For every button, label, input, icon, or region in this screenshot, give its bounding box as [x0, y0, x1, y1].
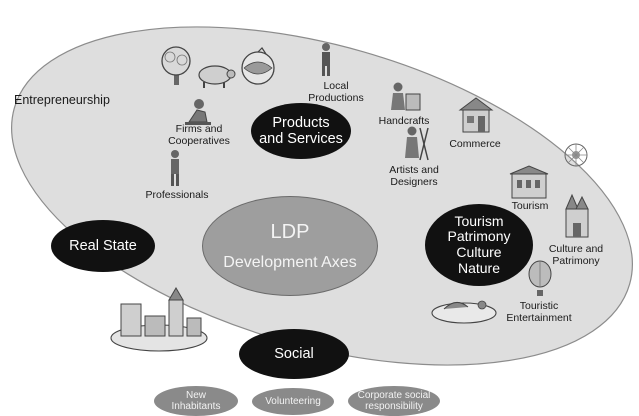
csr-line1: Corporate social — [357, 390, 431, 401]
products-services-oval: Products and Services — [251, 103, 351, 159]
pig-icon — [198, 65, 236, 88]
entrepreneurship-label: Entrepreneurship — [14, 93, 110, 107]
products-line2: and Services — [259, 131, 343, 147]
volunteering-pill: Volunteering — [252, 388, 334, 415]
globe-icon — [241, 47, 275, 85]
church-icon — [565, 193, 589, 238]
artists-line2: Designers — [390, 176, 438, 189]
person-icon — [171, 150, 179, 186]
social-oval: Social — [239, 329, 349, 379]
volunteering-label: Volunteering — [265, 396, 321, 407]
balloon-icon — [528, 260, 552, 296]
csr-pill: Corporate social responsibility — [348, 386, 440, 416]
building-icon — [509, 165, 549, 199]
artists-line1: Artists and — [389, 164, 439, 176]
local-productions-line1: Local — [323, 80, 349, 92]
touristic-line1: Touristic — [519, 300, 559, 312]
tourism-line2: Patrimony — [447, 228, 511, 245]
tourism-oval: Tourism Patrimony Culture Nature — [425, 204, 533, 286]
ldp-center: LDP Development Axes — [202, 196, 378, 296]
tree-icon — [161, 46, 191, 85]
new-inhabitants-pill: New Inhabitants — [154, 386, 238, 416]
professionals-label: Professionals — [145, 189, 209, 201]
new-inhabitants-line2: Inhabitants — [171, 401, 221, 412]
island-icon — [431, 300, 497, 324]
local-productions-line2: Productions — [308, 92, 364, 105]
csr-line2: responsibility — [365, 401, 423, 412]
firms-label: Firms and Cooperatives — [166, 123, 232, 147]
craftsman-icon — [391, 82, 421, 111]
new-inhabitants-line1: New — [185, 390, 206, 401]
flower-icon — [564, 143, 588, 167]
ldp-subtitle: Development Axes — [223, 253, 357, 271]
culture-patrimony-line1: Culture and — [548, 243, 604, 255]
culture-patrimony-label: Culture and Patrimony — [543, 243, 609, 267]
real-state-label: Real State — [69, 237, 137, 254]
handcrafts-label: Handcrafts — [378, 115, 430, 127]
touristic-label: Touristic Entertainment — [500, 300, 578, 324]
touristic-line2: Entertainment — [506, 312, 572, 325]
firms-line2: Cooperatives — [168, 135, 230, 148]
worker-icon — [322, 43, 330, 76]
ldp-title: LDP — [270, 220, 310, 243]
tourism-small-label: Tourism — [511, 200, 549, 212]
village-icon — [110, 287, 208, 352]
tourism-line1: Tourism — [454, 212, 504, 229]
farmer-icon — [185, 99, 211, 125]
products-line1: Products — [272, 114, 330, 131]
social-label: Social — [274, 345, 314, 362]
local-productions-label: Local Productions — [306, 80, 366, 104]
commerce-label: Commerce — [449, 138, 501, 150]
shop-icon — [458, 97, 494, 133]
tourism-line4: Nature — [457, 259, 501, 276]
artists-label: Artists and Designers — [382, 164, 446, 188]
painter-icon — [405, 126, 429, 161]
firms-line1: Firms and — [175, 123, 223, 135]
tourism-line3: Culture — [456, 244, 502, 260]
culture-patrimony-line2: Patrimony — [552, 255, 600, 268]
real-state-oval: Real State — [51, 220, 155, 272]
